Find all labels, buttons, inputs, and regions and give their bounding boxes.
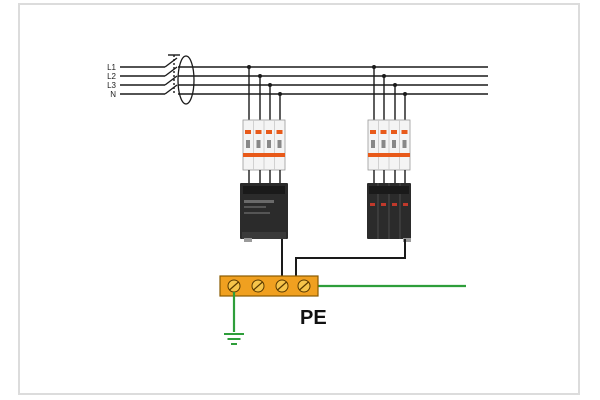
- junction-dots: [247, 65, 407, 96]
- line-label-l3: L3: [107, 81, 116, 90]
- supply-lines-main: [178, 66, 488, 95]
- current-transformer-icon: [177, 55, 195, 105]
- circuit-breaker-icon: [242, 119, 286, 171]
- circuit-breaker-icon: [367, 119, 411, 171]
- ground-icon: [224, 333, 244, 345]
- line-label-n: N: [110, 90, 116, 99]
- screw-terminal-icon: [297, 279, 311, 293]
- diagram-frame: [18, 3, 580, 395]
- screw-terminal-icon: [275, 279, 289, 293]
- screw-terminal-icon: [227, 279, 241, 293]
- surge-protector-icon: [240, 183, 288, 242]
- breaker-to-spd-wires: [248, 170, 406, 183]
- screw-terminal-icon: [251, 279, 265, 293]
- line-label-l2: L2: [107, 72, 116, 81]
- surge-protector-icon: [367, 183, 411, 242]
- line-label-l1: L1: [107, 63, 116, 72]
- supply-lines-left: [120, 54, 180, 95]
- pe-label: PE: [300, 307, 327, 329]
- pe-bus-bar: [219, 275, 319, 297]
- drop-wires: [248, 67, 406, 120]
